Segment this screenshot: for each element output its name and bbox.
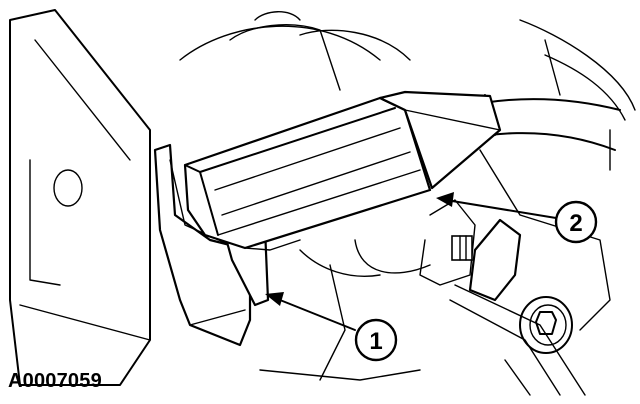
torx-bolt: [519, 296, 573, 354]
electrical-connector: [183, 90, 502, 251]
callout-1-arrowhead: [265, 292, 284, 306]
callout-2-number: 2: [569, 210, 582, 237]
callout-2-circle: [554, 200, 598, 244]
callout-2-arrowhead: [436, 192, 454, 207]
mounting-plate: [9, 9, 151, 386]
mounting-stud: [419, 199, 586, 396]
callout-2: 2: [436, 192, 598, 244]
engine-contours: [179, 11, 636, 396]
lower-hose: [299, 239, 431, 277]
callout-1-circle: [354, 318, 398, 362]
callout-1-number: 1: [369, 328, 382, 355]
callout-1: 1: [265, 292, 398, 362]
figure-id-label: A0007059: [8, 370, 102, 392]
